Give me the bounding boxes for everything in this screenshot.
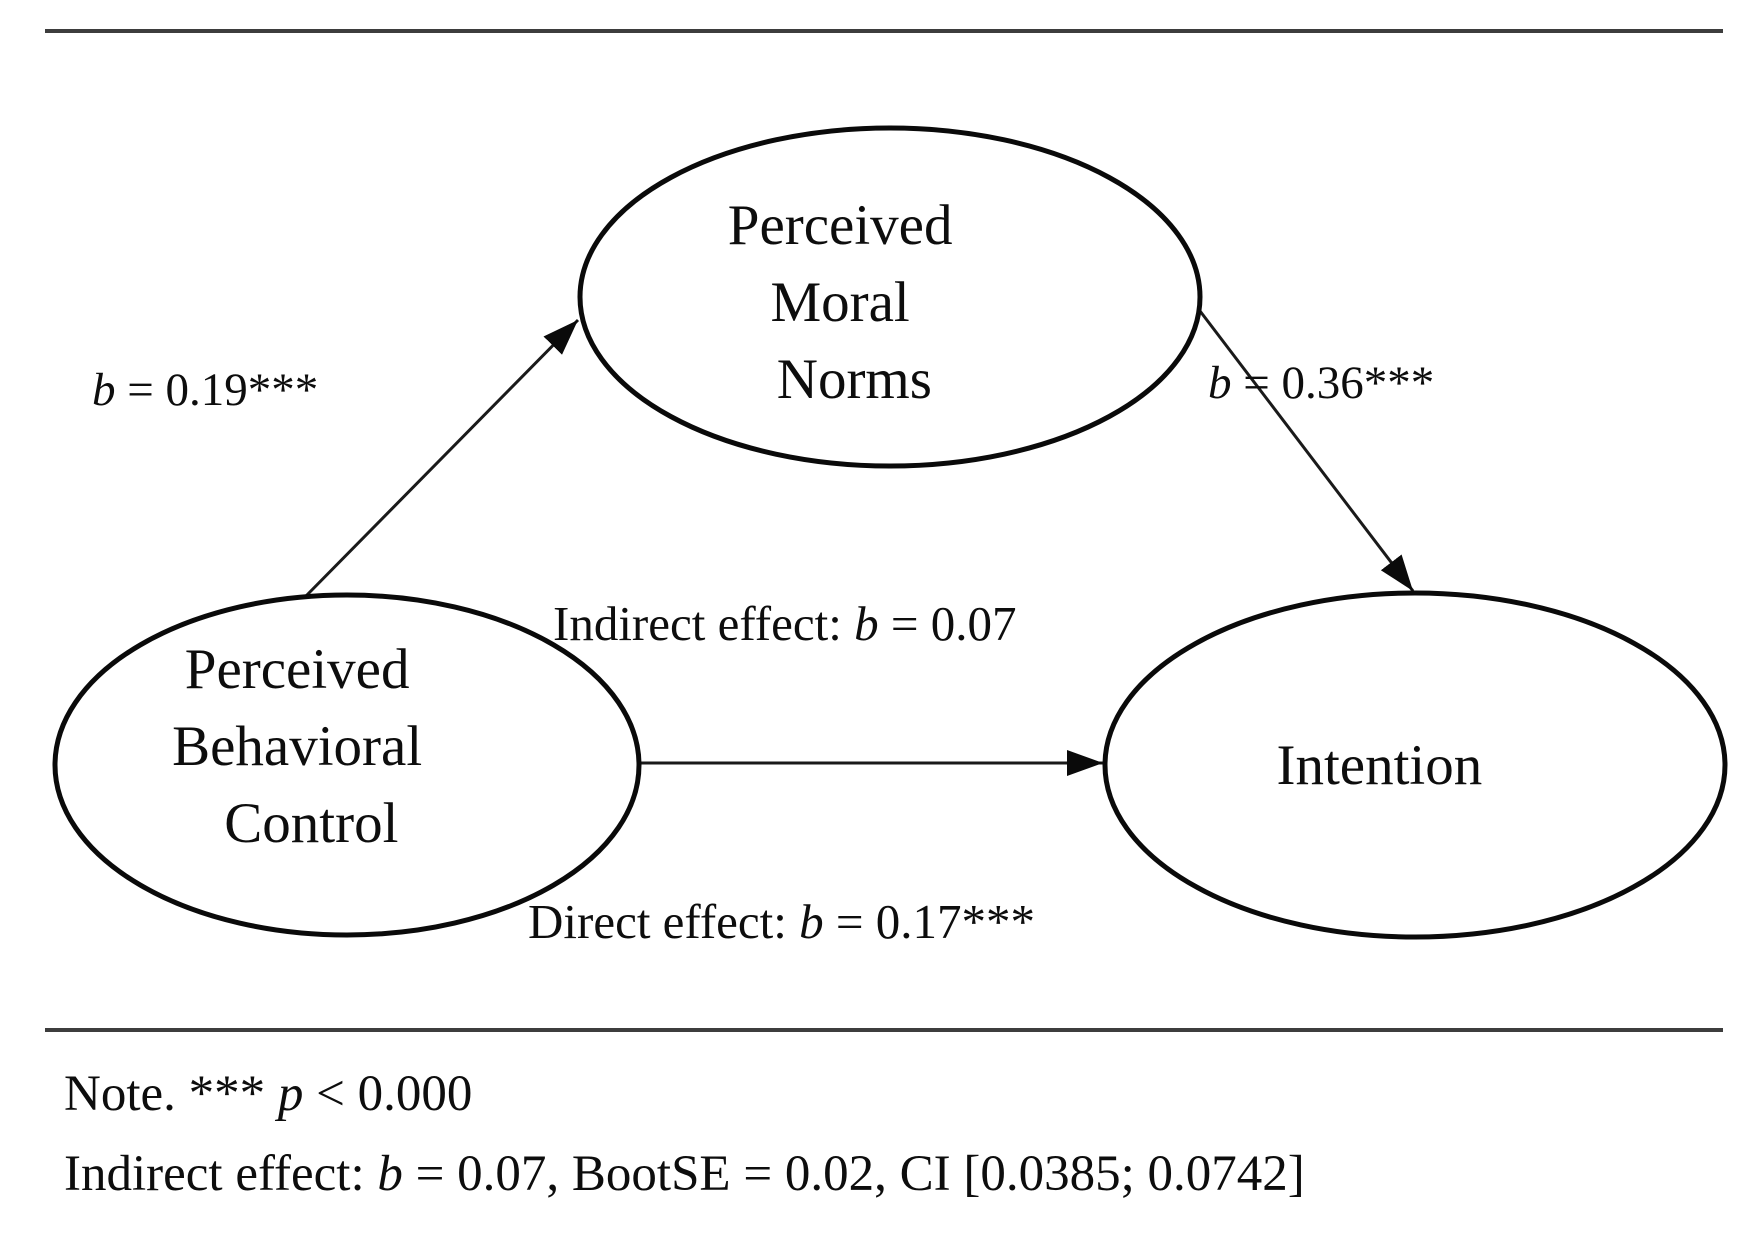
note-indirect-effect-line: Indirect effect: b = 0.07, BootSE = 0.02…	[64, 1146, 1305, 1202]
note-significance-line: Note. *** p < 0.000	[64, 1066, 472, 1122]
arrow-predictor-to-mediator	[302, 318, 580, 600]
node-ellipse-intention	[1102, 590, 1728, 940]
path-a-coefficient-label: b = 0.19***	[92, 364, 318, 416]
arrow-mediator-to-outcome	[1198, 310, 1415, 592]
node-ellipse-perceived-behavioral-control	[52, 592, 642, 938]
node-ellipse-perceived-moral-norms	[577, 125, 1203, 469]
direct-effect-label: Direct effect: b = 0.17***	[528, 894, 1035, 949]
node-label-perceived-behavioral-control: Perceived Behavioral Control	[0, 0, 522, 855]
node-label-perceived-moral-norms: Perceived Moral Norms	[0, 0, 1052, 411]
node-label-intention: Intention	[1276, 734, 1482, 797]
path-b-coefficient-label: b = 0.36***	[1208, 357, 1434, 409]
indirect-effect-label: Indirect effect: b = 0.07	[553, 596, 1016, 651]
